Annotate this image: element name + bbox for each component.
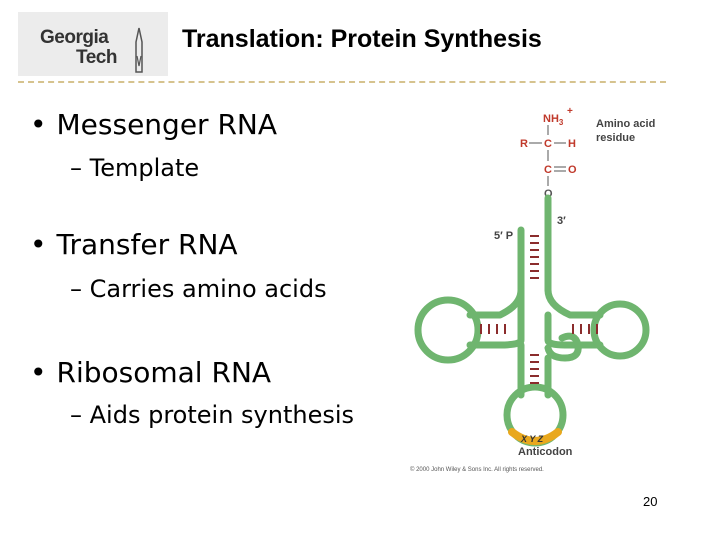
h-label: H bbox=[568, 138, 576, 150]
nh3-label: NH3 bbox=[543, 113, 564, 127]
copyright-notice: © 2000 John Wiley & Sons Inc. All rights… bbox=[410, 466, 544, 473]
bullet-transfer-rna: • Transfer RNA bbox=[30, 228, 238, 261]
anticodon-label: Anticodon bbox=[518, 446, 573, 458]
bullet-label: Messenger RNA bbox=[56, 108, 278, 141]
plus-label: + bbox=[567, 106, 573, 117]
bullet-messenger-rna: • Messenger RNA bbox=[30, 108, 277, 141]
amino-acid-bonds bbox=[529, 125, 566, 186]
amino-acid-label-line1: Amino acid bbox=[596, 118, 655, 130]
base-pair-dots bbox=[480, 235, 598, 384]
bullet-label: Ribosomal RNA bbox=[56, 356, 272, 389]
bullet-dot: • bbox=[30, 108, 47, 141]
sub-label: Aids protein synthesis bbox=[89, 401, 355, 429]
sub-bullet-carries-amino-acids: – Carries amino acids bbox=[70, 275, 327, 303]
anticodon-highlight bbox=[508, 428, 562, 445]
bullet-ribosomal-rna: • Ribosomal RNA bbox=[30, 356, 271, 389]
five-prime-label: 5′ P bbox=[494, 230, 513, 242]
sub-bullet-template: – Template bbox=[70, 154, 199, 182]
r-label: R bbox=[520, 138, 528, 150]
bullet-label: Transfer RNA bbox=[56, 228, 238, 261]
ester-oxygen-label: O bbox=[544, 188, 553, 200]
alpha-carbon-label: C bbox=[544, 138, 552, 150]
carbonyl-oxygen-label: O bbox=[568, 164, 577, 176]
logo-text-tech: Tech bbox=[76, 47, 117, 68]
three-prime-label: 3′ bbox=[557, 215, 566, 227]
sub-label: Carries amino acids bbox=[89, 275, 327, 303]
carbonyl-carbon-label: C bbox=[544, 164, 552, 176]
sub-bullet-aids-protein-synthesis: – Aids protein synthesis bbox=[70, 401, 354, 429]
trna-diagram: NH3 + R C H C O O Amino acid residue bbox=[410, 106, 655, 473]
codon-xyz-label: X Y Z bbox=[520, 434, 544, 444]
sub-dash: – bbox=[70, 401, 90, 429]
amino-acid-label-line2: residue bbox=[596, 132, 635, 144]
sub-dash: – bbox=[70, 275, 90, 303]
bullet-dot: • bbox=[30, 228, 47, 261]
page-number: 20 bbox=[643, 494, 658, 509]
logo-text-georgia: Georgia bbox=[40, 27, 109, 48]
tech-tower-icon bbox=[135, 27, 143, 73]
trna-backbone bbox=[414, 194, 650, 447]
sub-label: Template bbox=[89, 154, 200, 182]
bullet-dot: • bbox=[30, 356, 47, 389]
sub-dash: – bbox=[70, 154, 90, 182]
slide-title: Translation: Protein Synthesis bbox=[182, 25, 542, 53]
title-divider bbox=[18, 81, 666, 83]
georgia-tech-logo: Georgia Tech bbox=[18, 12, 168, 76]
